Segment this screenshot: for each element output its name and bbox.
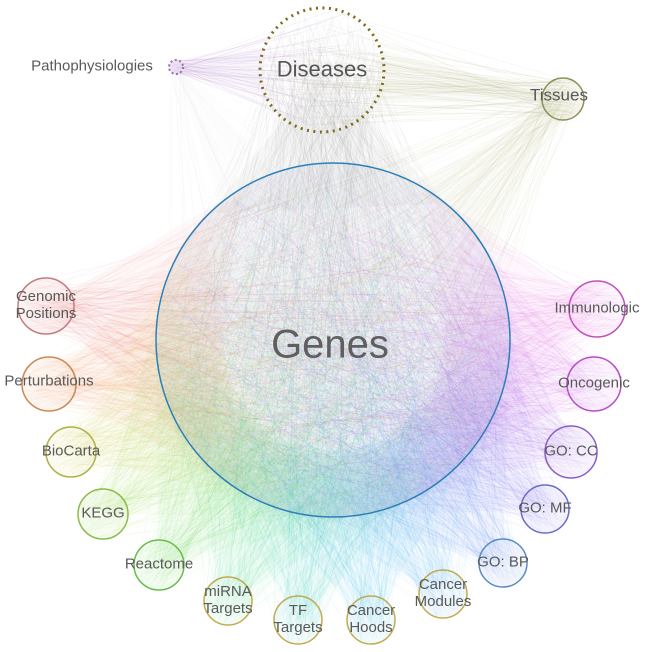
node-genes[interactable]	[155, 162, 511, 518]
node-perturbations[interactable]	[21, 356, 77, 412]
node-genomic_positions[interactable]	[17, 277, 75, 335]
node-tissues[interactable]	[541, 77, 585, 121]
edge-bundle-genes-genomic_positions	[18, 164, 505, 516]
edge-wedge-genes-kegg	[103, 294, 331, 517]
node-cancer_hoods[interactable]	[346, 595, 396, 645]
edge-wedge-genes-cancer_hoods	[209, 429, 486, 620]
node-pathophysiologies[interactable]	[168, 59, 184, 75]
node-go_bp[interactable]	[478, 538, 528, 588]
edge-wedge-genes-genomic_positions	[46, 188, 242, 466]
node-mirna_targets[interactable]	[203, 576, 253, 626]
node-immunologic[interactable]	[568, 280, 626, 338]
edge-bundle-genes-perturbations	[23, 189, 496, 510]
edge-wedge-genes-reactome	[156, 340, 377, 565]
node-go_mf[interactable]	[520, 484, 570, 534]
edge-bundle-genes-biocarta	[46, 182, 493, 498]
edge-bundle-genes-go_mf	[168, 175, 568, 533]
edge-wedge-genes-biocarta	[71, 254, 288, 512]
edge-wedge-genes-go_mf	[331, 298, 545, 517]
edge-bundle-genes-kegg	[78, 176, 510, 539]
edge-bundle-genes-cancer_modules	[160, 173, 508, 617]
edge-bundle-genes-pathophysiologies	[166, 61, 440, 471]
edge-wedge-genes-go_cc	[372, 260, 571, 513]
edge-wedge-diseases-pathophysiologies	[176, 45, 266, 93]
edge-bundle-diseases-tissues	[264, 12, 584, 126]
edge-bundle-genes-immunologic	[166, 169, 625, 504]
edge-bundle-genes-tf_targets	[158, 171, 501, 644]
edge-wedge-genes-cancer_modules	[248, 384, 505, 594]
edge-bundle-genes-oncogenic	[173, 178, 621, 510]
edge-wedge-genes-diseases	[209, 70, 446, 214]
node-reactome[interactable]	[133, 539, 185, 591]
node-go_cc[interactable]	[544, 425, 598, 479]
node-tf_targets[interactable]	[273, 595, 323, 645]
edge-wedge-genes-mirna_targets	[162, 389, 422, 601]
node-diseases[interactable]	[258, 6, 386, 134]
node-kegg[interactable]	[77, 488, 129, 540]
edge-bundle-diseases-pathophysiologies	[169, 10, 384, 130]
edge-wedge-genes-go_bp	[288, 342, 510, 563]
edge-wedge-diseases-tissues	[374, 49, 563, 104]
edge-bundle-genes-go_bp	[171, 168, 526, 587]
edge-bundle-genes-cancer_hoods	[159, 163, 500, 643]
edge-wedge-genes-tissues	[415, 99, 563, 251]
edge-wedge-genes-tf_targets	[181, 430, 458, 620]
edge-wedge-genes-oncogenic	[417, 220, 594, 496]
node-oncogenic[interactable]	[566, 356, 622, 412]
edge-bundle-genes-tissues	[172, 80, 583, 507]
edge-wedge-genes-perturbations	[49, 218, 247, 495]
edge-bundle-genes-diseases	[160, 8, 506, 512]
node-biocarta[interactable]	[45, 426, 97, 478]
node-cancer_modules[interactable]	[418, 569, 468, 619]
edge-wedge-genes-immunologic	[424, 188, 597, 466]
edge-bundle-genes-mirna_targets	[160, 167, 501, 626]
